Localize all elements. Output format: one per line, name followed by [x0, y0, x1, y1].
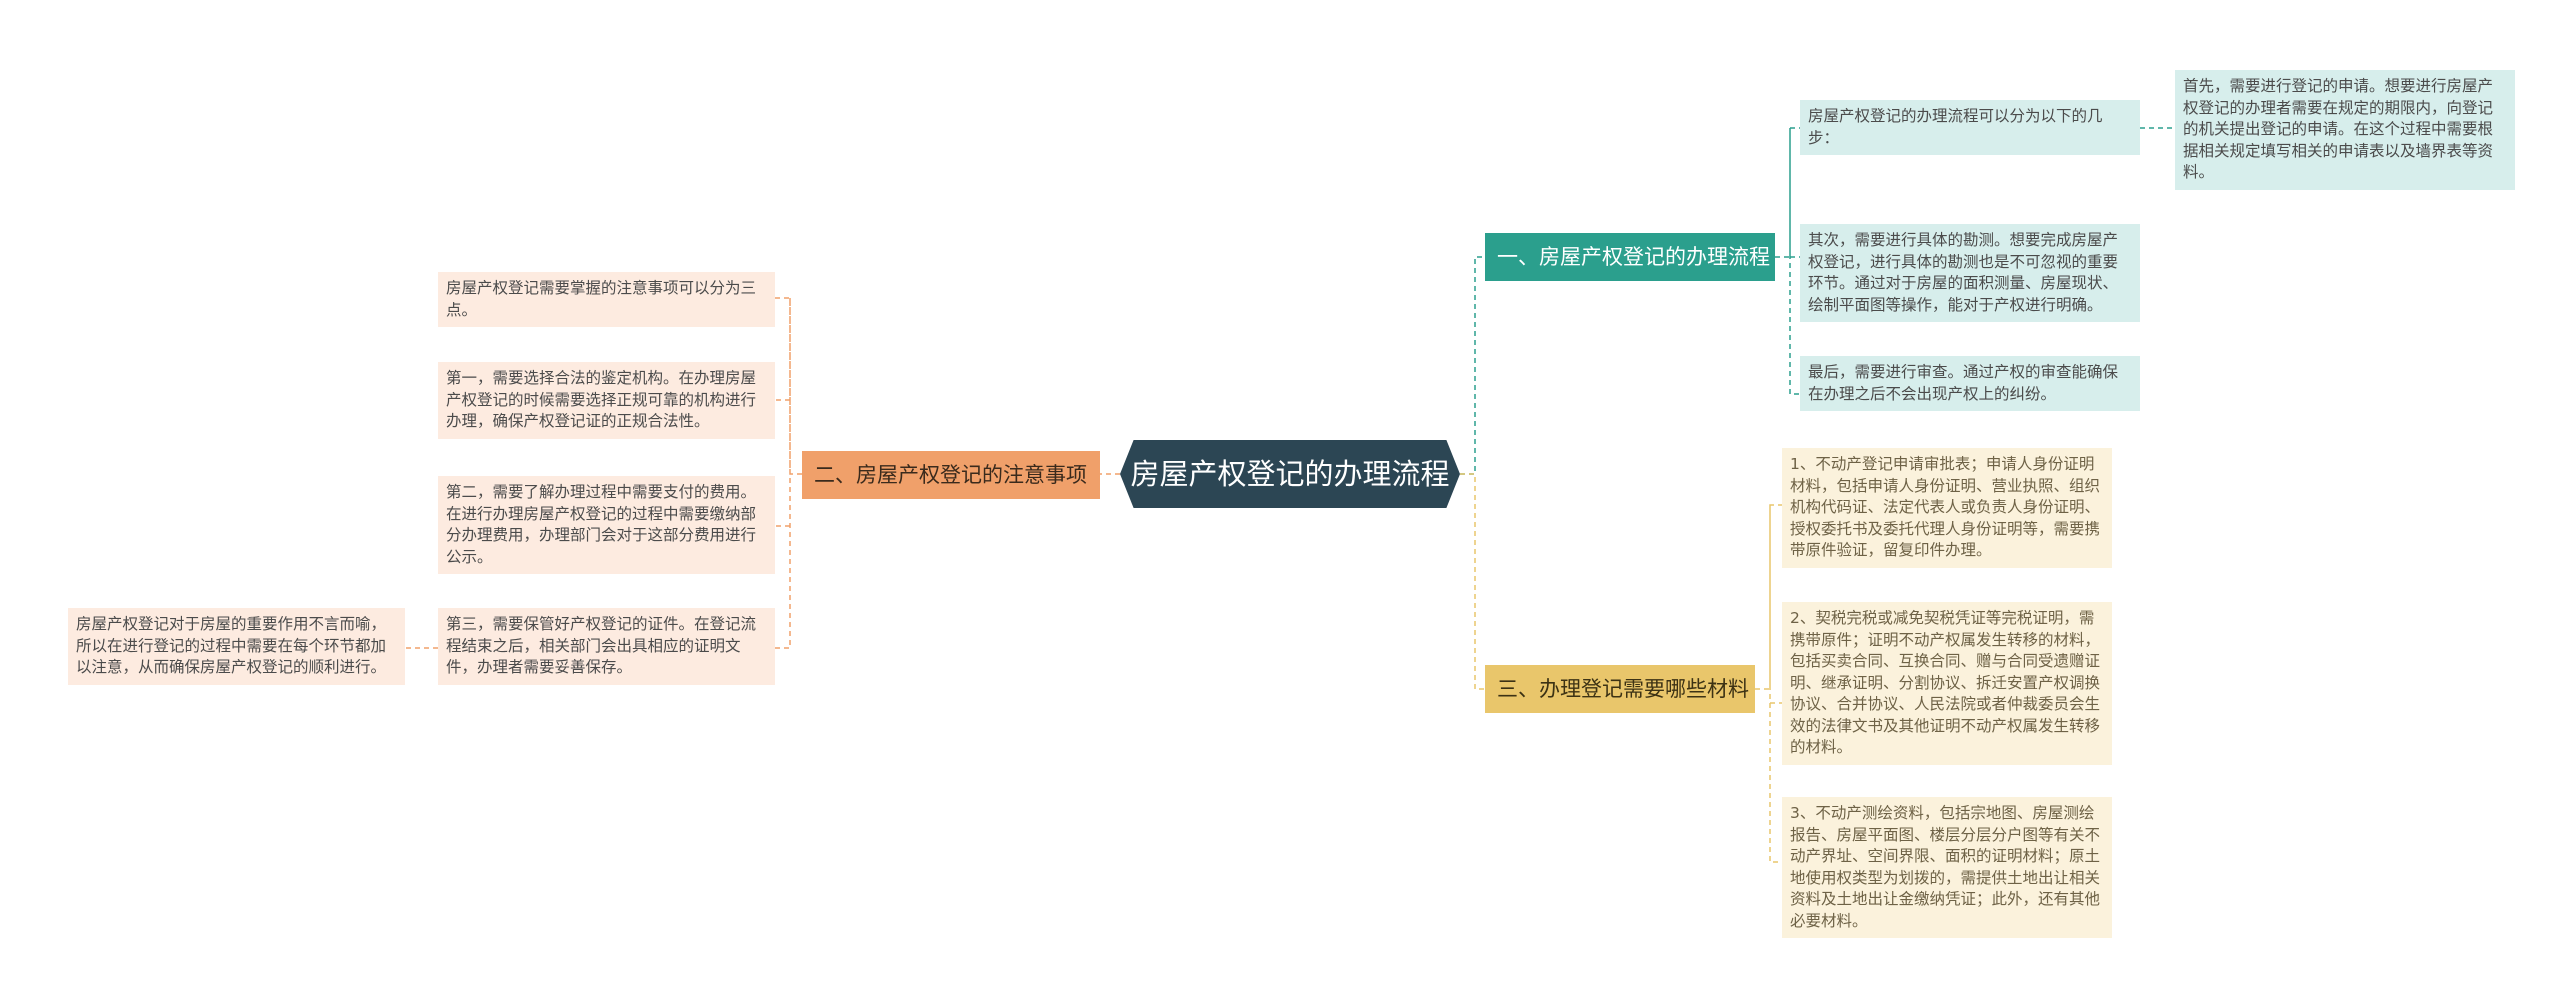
leaf-process-intro[interactable]: 房屋产权登记的办理流程可以分为以下的几步： [1800, 100, 2140, 155]
connector-center-b1 [1460, 256, 1485, 475]
leaf-precautions-third[interactable]: 第三，需要保管好产权登记的证件。在登记流程结束之后，相关部门会出具相应的证明文件… [438, 608, 775, 685]
connector-center-b3 [1460, 473, 1485, 690]
branch-precautions[interactable]: 二、房屋产权登记的注意事项 [802, 451, 1100, 499]
branch-registration-process[interactable]: 一、房屋产权登记的办理流程 [1485, 233, 1775, 281]
leaf-process-application[interactable]: 首先，需要进行登记的申请。想要进行房屋产权登记的办理者需要在规定的期限内，向登记… [2175, 70, 2515, 190]
leaf-precautions-second[interactable]: 第二，需要了解办理过程中需要支付的费用。在进行办理房屋产权登记的过程中需要缴纳部… [438, 476, 775, 574]
connector-b3-leaves [1755, 504, 1782, 863]
connector-b2-leaves [775, 297, 802, 649]
leaf-process-review[interactable]: 最后，需要进行审查。通过产权的审查能确保在办理之后不会出现产权上的纠纷。 [1800, 356, 2140, 411]
leaf-precautions-intro[interactable]: 房屋产权登记需要掌握的注意事项可以分为三点。 [438, 272, 775, 327]
leaf-materials-2[interactable]: 2、契税完税或减免契税凭证等完税证明，需携带原件；证明不动产权属发生转移的材料，… [1782, 602, 2112, 765]
leaf-materials-3[interactable]: 3、不动产测绘资料，包括宗地图、房屋测绘报告、房屋平面图、楼层分层分户图等有关不… [1782, 797, 2112, 938]
leaf-precautions-first[interactable]: 第一，需要选择合法的鉴定机构。在办理房屋产权登记的时候需要选择正规可靠的机构进行… [438, 362, 775, 439]
connector-b1-leaves [1775, 127, 1800, 395]
leaf-materials-1[interactable]: 1、不动产登记申请审批表；申请人身份证明材料，包括申请人身份证明、营业执照、组织… [1782, 448, 2112, 568]
branch-required-materials[interactable]: 三、办理登记需要哪些材料 [1485, 665, 1755, 713]
central-topic[interactable]: 房屋产权登记的办理流程 [1120, 440, 1460, 508]
leaf-precautions-summary[interactable]: 房屋产权登记对于房屋的重要作用不言而喻，所以在进行登记的过程中需要在每个环节都加… [68, 608, 405, 685]
leaf-process-survey[interactable]: 其次，需要进行具体的勘测。想要完成房屋产权登记，进行具体的勘测也是不可忽视的重要… [1800, 224, 2140, 322]
